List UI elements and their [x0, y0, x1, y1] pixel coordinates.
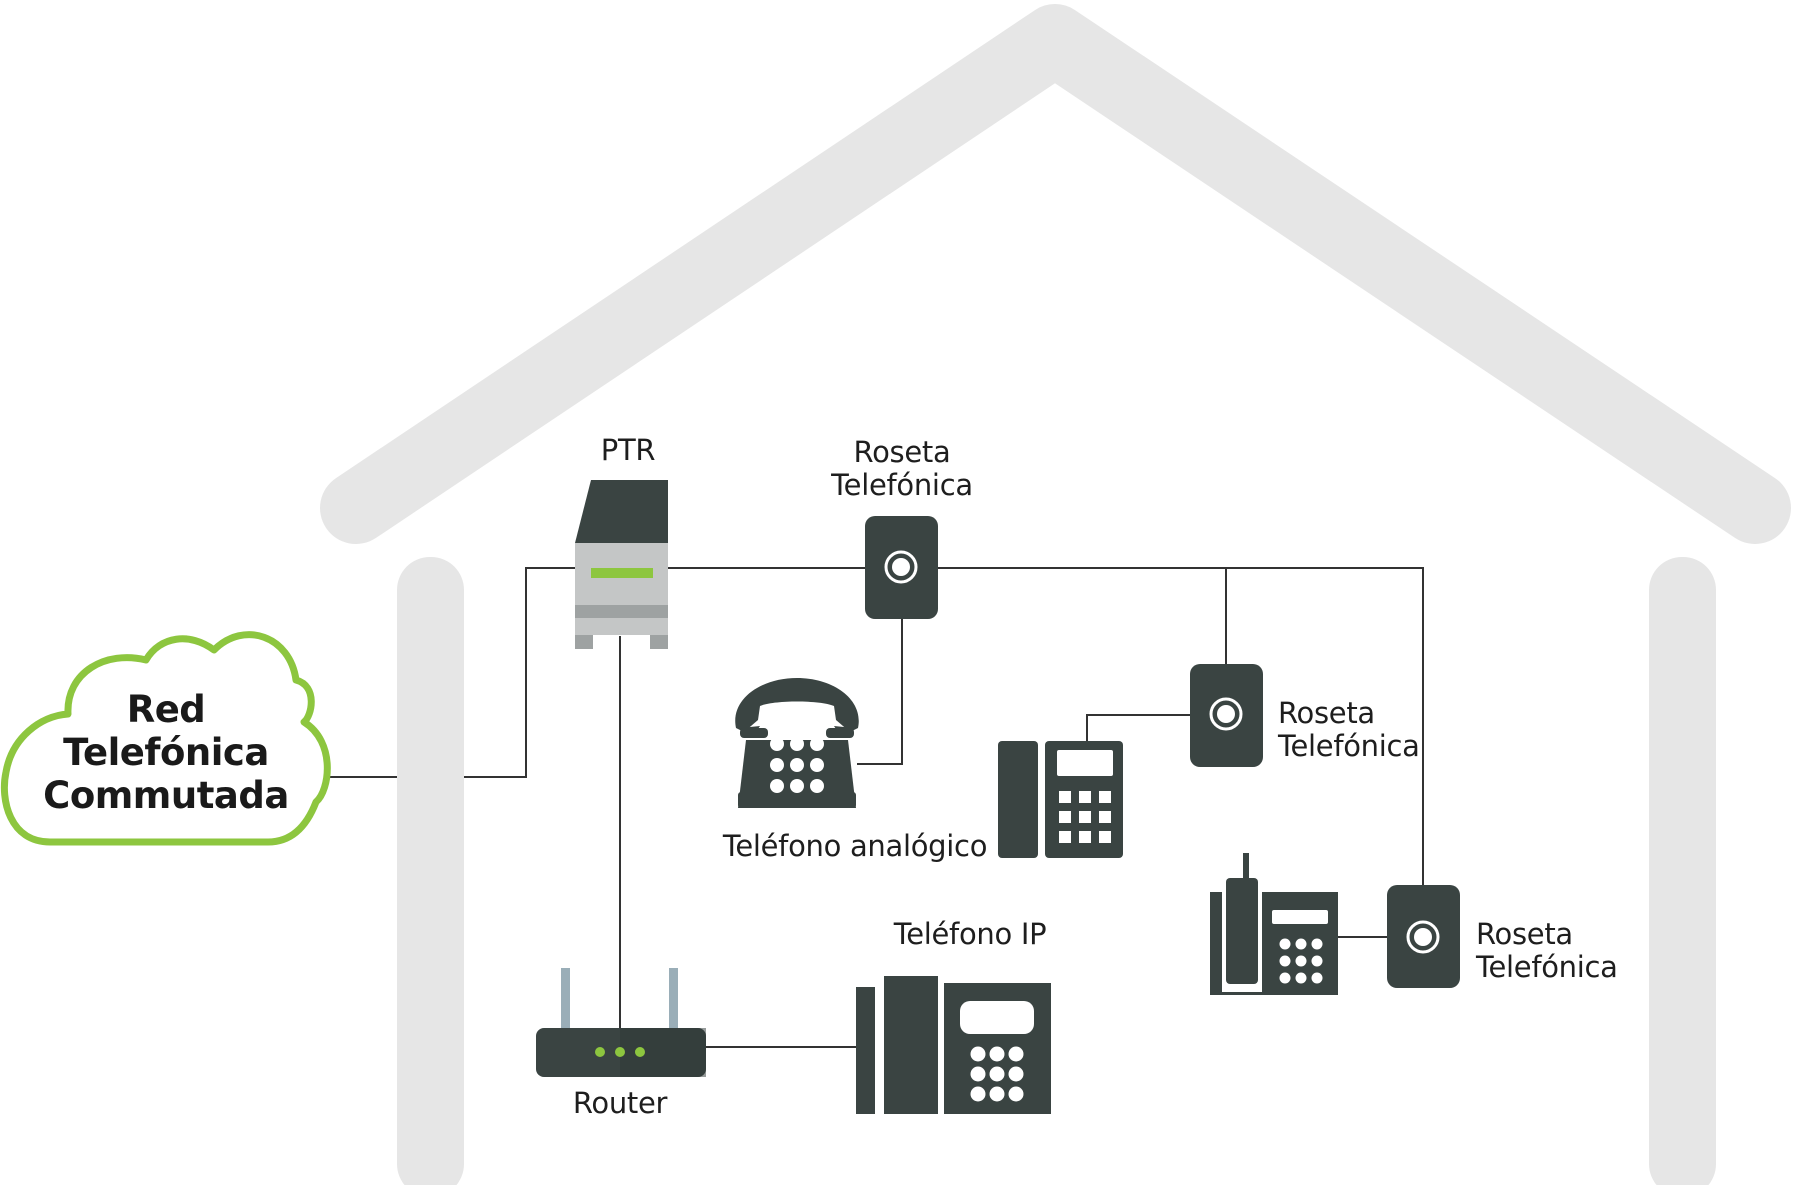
analog-phone-label: Teléfono analógico: [722, 829, 988, 863]
roseta-label-line1: Roseta: [1278, 696, 1375, 730]
router-icon: [536, 968, 706, 1077]
ptr-icon: [575, 480, 668, 649]
roseta-label: Roseta Telefónica: [822, 436, 982, 502]
cloud-label-line2: Telefónica: [63, 731, 269, 774]
ip-phone-icon: [856, 976, 1051, 1114]
house-roof: [320, 4, 1791, 544]
cloud-label-line1: Red: [126, 688, 206, 731]
cloud-icon: [0, 631, 331, 846]
wire-cloud-ptr-inside: [464, 567, 575, 778]
roseta-label-line1: Roseta: [853, 435, 951, 469]
roseta-label-line2: Telefónica: [831, 468, 973, 502]
roseta-label-line2: Telefónica: [1476, 950, 1618, 984]
cloud-label-line3: Commutada: [43, 774, 289, 817]
wire-roseta1-main: [938, 567, 1424, 885]
ptr-label: PTR: [600, 433, 656, 467]
wall-socket-icon: [1387, 885, 1460, 988]
house-wall-left: [397, 557, 464, 1189]
roseta-label-line1: Roseta: [1476, 917, 1573, 951]
roseta-label-line2: Telefónica: [1278, 729, 1420, 763]
wall-socket-icon: [865, 516, 938, 619]
router-label: Router: [572, 1086, 668, 1120]
roseta-label: Roseta Telefónica: [1476, 918, 1656, 984]
wire-roseta1-analog: [857, 618, 903, 765]
wiring: [330, 567, 1424, 1048]
analog-phone-icon: [735, 678, 859, 808]
cordless-phone-icon: [1210, 853, 1338, 995]
cloud-label: Red Telefónica Commutada: [40, 688, 292, 817]
wall-socket-icon: [1190, 664, 1263, 767]
house-wall-right: [1649, 557, 1716, 1189]
house-outline: [320, 4, 1791, 1189]
desk-phone-icon: [998, 741, 1123, 858]
roseta-label: Roseta Telefónica: [1278, 697, 1458, 763]
wire-roseta2-desk: [1086, 714, 1190, 741]
ip-phone-label: Teléfono IP: [893, 917, 1047, 951]
